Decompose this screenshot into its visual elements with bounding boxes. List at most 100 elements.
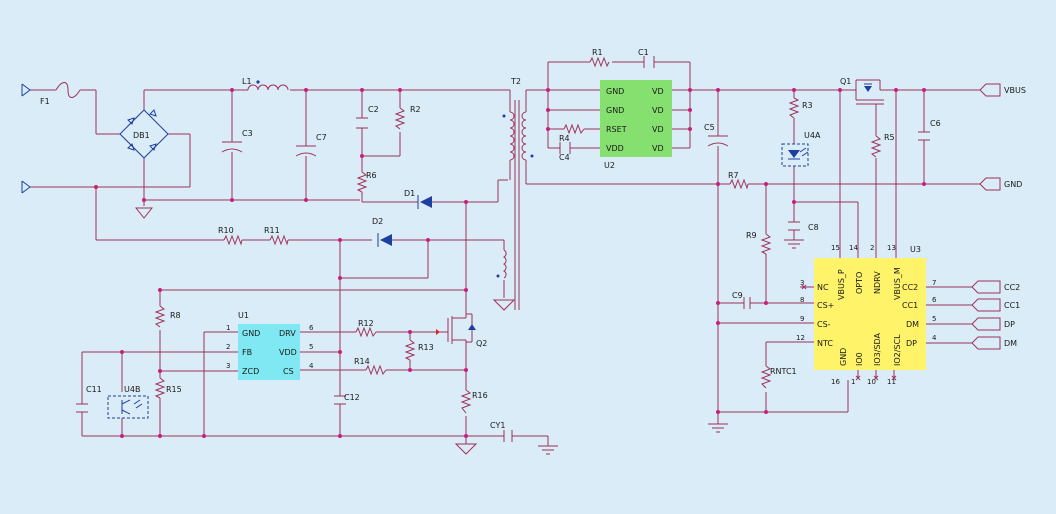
resistor-r13[interactable]: R13 <box>404 339 434 361</box>
resistor-r12[interactable]: R12 <box>355 319 377 338</box>
mosfet-q1[interactable]: Q1 <box>840 77 888 108</box>
resistor-r10[interactable]: R10 <box>218 226 243 246</box>
c4-label: C4 <box>559 153 570 162</box>
u2-pin-gnd-1: GND <box>606 87 624 96</box>
r5-label: R5 <box>884 133 895 142</box>
u3-pin-cc1: CC1 <box>902 301 918 310</box>
u3-pin-dp: DP <box>906 339 917 348</box>
port-dp[interactable]: DP <box>971 317 1015 331</box>
wires <box>30 61 980 446</box>
u1-num-6: 6 <box>309 324 314 332</box>
resistor-r1[interactable]: R1 <box>589 48 610 68</box>
port-vbus[interactable]: VBUS <box>979 83 1026 97</box>
ic-u3[interactable]: VBUS_P OPTO NDRV VBUS_M NC CS+ CS- NTC C… <box>814 245 926 370</box>
r1-label: R1 <box>592 48 603 57</box>
u4a-label: U4A <box>804 131 821 140</box>
port-dm[interactable]: DM <box>971 336 1017 350</box>
port-cc1[interactable]: CC1 <box>971 298 1020 312</box>
r12-label: R12 <box>358 319 374 328</box>
diode-d1[interactable]: D1 <box>404 189 432 209</box>
capacitor-c7[interactable]: C7 <box>295 133 327 157</box>
resistor-r5[interactable]: R5 <box>870 133 895 158</box>
u1-num-1: 1 <box>226 324 230 332</box>
u4b-label: U4B <box>124 385 140 394</box>
u3-num-11: 11 <box>887 378 896 386</box>
capacitor-c1[interactable]: C1 <box>638 48 655 68</box>
capacitor-c11[interactable]: C11 <box>76 385 102 413</box>
capacitor-c8[interactable]: C8 <box>788 221 819 232</box>
capacitor-c12[interactable]: C12 <box>334 393 360 405</box>
c7-label: C7 <box>316 133 327 142</box>
resistor-r4[interactable]: R4 <box>559 123 585 143</box>
u2-ref: U2 <box>604 161 615 170</box>
u3-pin-io2-scl: IO2/SCL <box>893 334 902 366</box>
u1-pin-gnd: GND <box>242 329 260 338</box>
optocoupler-u4a[interactable]: U4A <box>781 131 821 167</box>
c8-label: C8 <box>808 223 819 232</box>
u3-pin-numbers: 15 14 2 13 3 8 9 12 7 6 5 4 16 1 10 11 <box>796 244 937 386</box>
capacitor-c5[interactable]: C5 <box>704 123 729 147</box>
capacitor-c9[interactable]: C9 <box>732 291 751 309</box>
resistor-r7[interactable]: R7 <box>728 171 749 190</box>
cy1-label: CY1 <box>490 421 505 430</box>
junction-dots <box>94 88 926 438</box>
r2-label: R2 <box>410 105 421 114</box>
c11-label: C11 <box>86 385 102 394</box>
u3-num-8: 8 <box>800 296 804 304</box>
u3-pin-ntc: NTC <box>817 339 833 348</box>
resistor-r3[interactable]: R3 <box>788 97 813 119</box>
c3-label: C3 <box>242 129 253 138</box>
u3-unconnected-marks <box>801 284 897 381</box>
resistor-r16[interactable]: R16 <box>460 389 488 414</box>
capacitor-c2[interactable]: C2 <box>356 105 379 129</box>
port-vbus-label: VBUS <box>1004 86 1026 95</box>
u3-pin-cc2: CC2 <box>902 283 918 292</box>
optocoupler-u4b[interactable]: U4B <box>107 385 149 419</box>
resistor-r15[interactable]: R15 <box>154 377 182 399</box>
u3-num-13: 13 <box>887 244 896 252</box>
fuse-f1[interactable]: F1 <box>40 82 81 107</box>
resistor-r11[interactable]: R11 <box>264 226 289 246</box>
u3-pin-gnd: GND <box>839 348 848 366</box>
resistor-r8[interactable]: R8 <box>154 305 181 328</box>
capacitor-c4[interactable]: C4 <box>559 142 571 162</box>
r3-label: R3 <box>802 101 813 110</box>
c1-label: C1 <box>638 48 649 57</box>
thermistor-rntc1[interactable]: RNTC1 <box>760 365 797 389</box>
port-cc2[interactable]: CC2 <box>971 280 1020 294</box>
u3-pin-dm: DM <box>906 320 919 329</box>
port-gnd-label: GND <box>1004 180 1022 189</box>
d1-label: D1 <box>404 189 415 198</box>
u1-pin-vdd: VDD <box>279 348 297 357</box>
capacitor-cy1[interactable]: CY1 <box>490 421 513 442</box>
port-gnd[interactable]: GND <box>979 177 1022 191</box>
c6-label: C6 <box>930 119 941 128</box>
bridge-rectifier-db1[interactable]: DB1 <box>119 109 169 159</box>
inductor-l1[interactable]: L1 <box>242 77 289 91</box>
ic-u2[interactable]: GND GND RSET VDD VD VD VD VD U2 <box>600 80 672 170</box>
resistor-r9[interactable]: R9 <box>746 231 772 255</box>
r8-label: R8 <box>170 311 181 320</box>
r16-label: R16 <box>472 391 488 400</box>
diode-d2[interactable]: D2 <box>372 217 392 247</box>
r13-label: R13 <box>418 343 434 352</box>
resistor-r2[interactable]: R2 <box>394 105 421 130</box>
resistor-r6[interactable]: R6 <box>356 171 377 193</box>
ground-q2 <box>454 443 478 455</box>
ground-u3 <box>708 420 728 433</box>
u1-pin-zcd: ZCD <box>242 367 259 376</box>
port-dm-label: DM <box>1004 339 1017 348</box>
u3-num-6: 6 <box>932 296 937 304</box>
u2-pin-vd-4: VD <box>652 144 664 153</box>
capacitor-c3[interactable]: C3 <box>221 129 253 153</box>
input-connector-l[interactable] <box>21 83 31 97</box>
u2-pin-gnd-2: GND <box>606 106 624 115</box>
ground-c8 <box>784 239 804 249</box>
capacitor-c6[interactable]: C6 <box>918 119 941 141</box>
transformer-t2[interactable]: T2 <box>496 77 534 310</box>
input-connector-n[interactable] <box>21 180 31 194</box>
u2-pin-vd-3: VD <box>652 125 664 134</box>
resistor-r14[interactable]: R14 <box>354 357 387 376</box>
mosfet-q2[interactable]: Q2 <box>436 310 487 348</box>
ic-u1[interactable]: GND FB ZCD DRV VDD CS U1 1 2 3 6 5 4 <box>226 311 314 380</box>
